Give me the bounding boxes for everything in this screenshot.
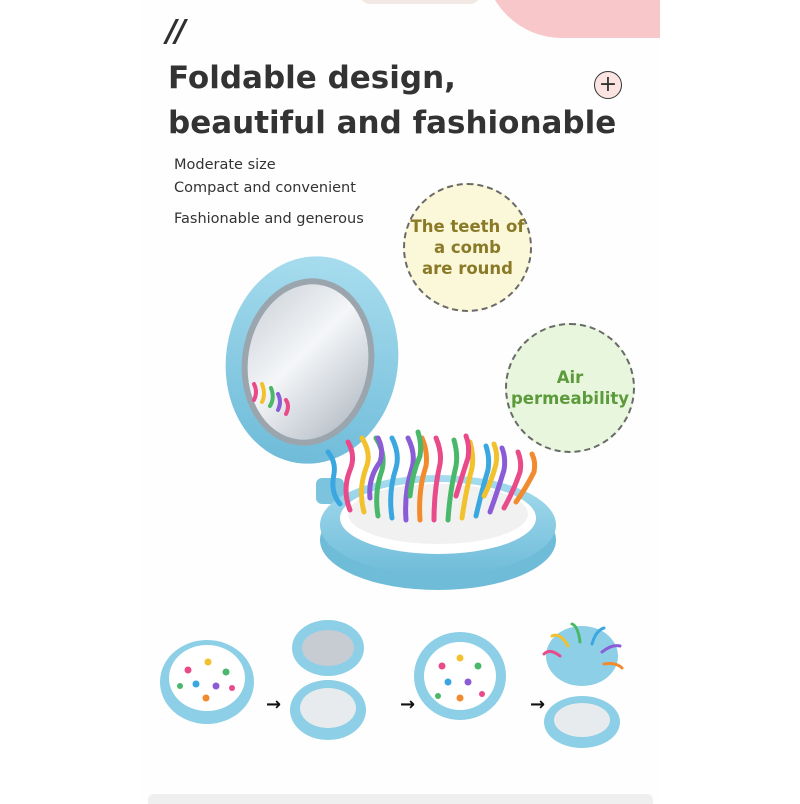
product-hero-image — [225, 256, 556, 590]
step-bristles-out — [542, 622, 624, 748]
badge-text-line: a comb — [433, 238, 501, 257]
arrow-right-icon: → — [400, 694, 416, 715]
title-line-1: Foldable design, — [168, 60, 456, 96]
plus-circle-icon[interactable]: + — [594, 71, 622, 99]
decorative-beige-shape — [360, 0, 480, 4]
round-teeth-badge: The teeth of a comb are round — [403, 183, 532, 312]
title-line-2: beautiful and fashionable — [168, 105, 617, 141]
feature-item: Compact and convenient — [174, 180, 356, 196]
air-permeability-badge: Air permeability — [505, 323, 635, 453]
step-closed — [160, 640, 254, 724]
decorative-slashes: // — [166, 14, 186, 49]
page-title: Foldable design, beautiful and fashionab… — [168, 56, 616, 146]
folding-steps-image — [160, 620, 624, 748]
badge-text-line: are round — [422, 259, 513, 278]
bottom-divider — [148, 794, 653, 804]
feature-item: Moderate size — [174, 157, 276, 173]
feature-item: Fashionable and generous — [174, 211, 364, 227]
badge-text-line: Air — [556, 368, 584, 387]
badge-text-line: permeability — [510, 389, 630, 408]
badge-text-line: The teeth of — [410, 217, 525, 236]
arrow-right-icon: → — [266, 694, 282, 715]
step-open-mirror — [290, 620, 366, 740]
step-brush-face — [414, 632, 506, 720]
arrow-right-icon: → — [530, 694, 546, 715]
